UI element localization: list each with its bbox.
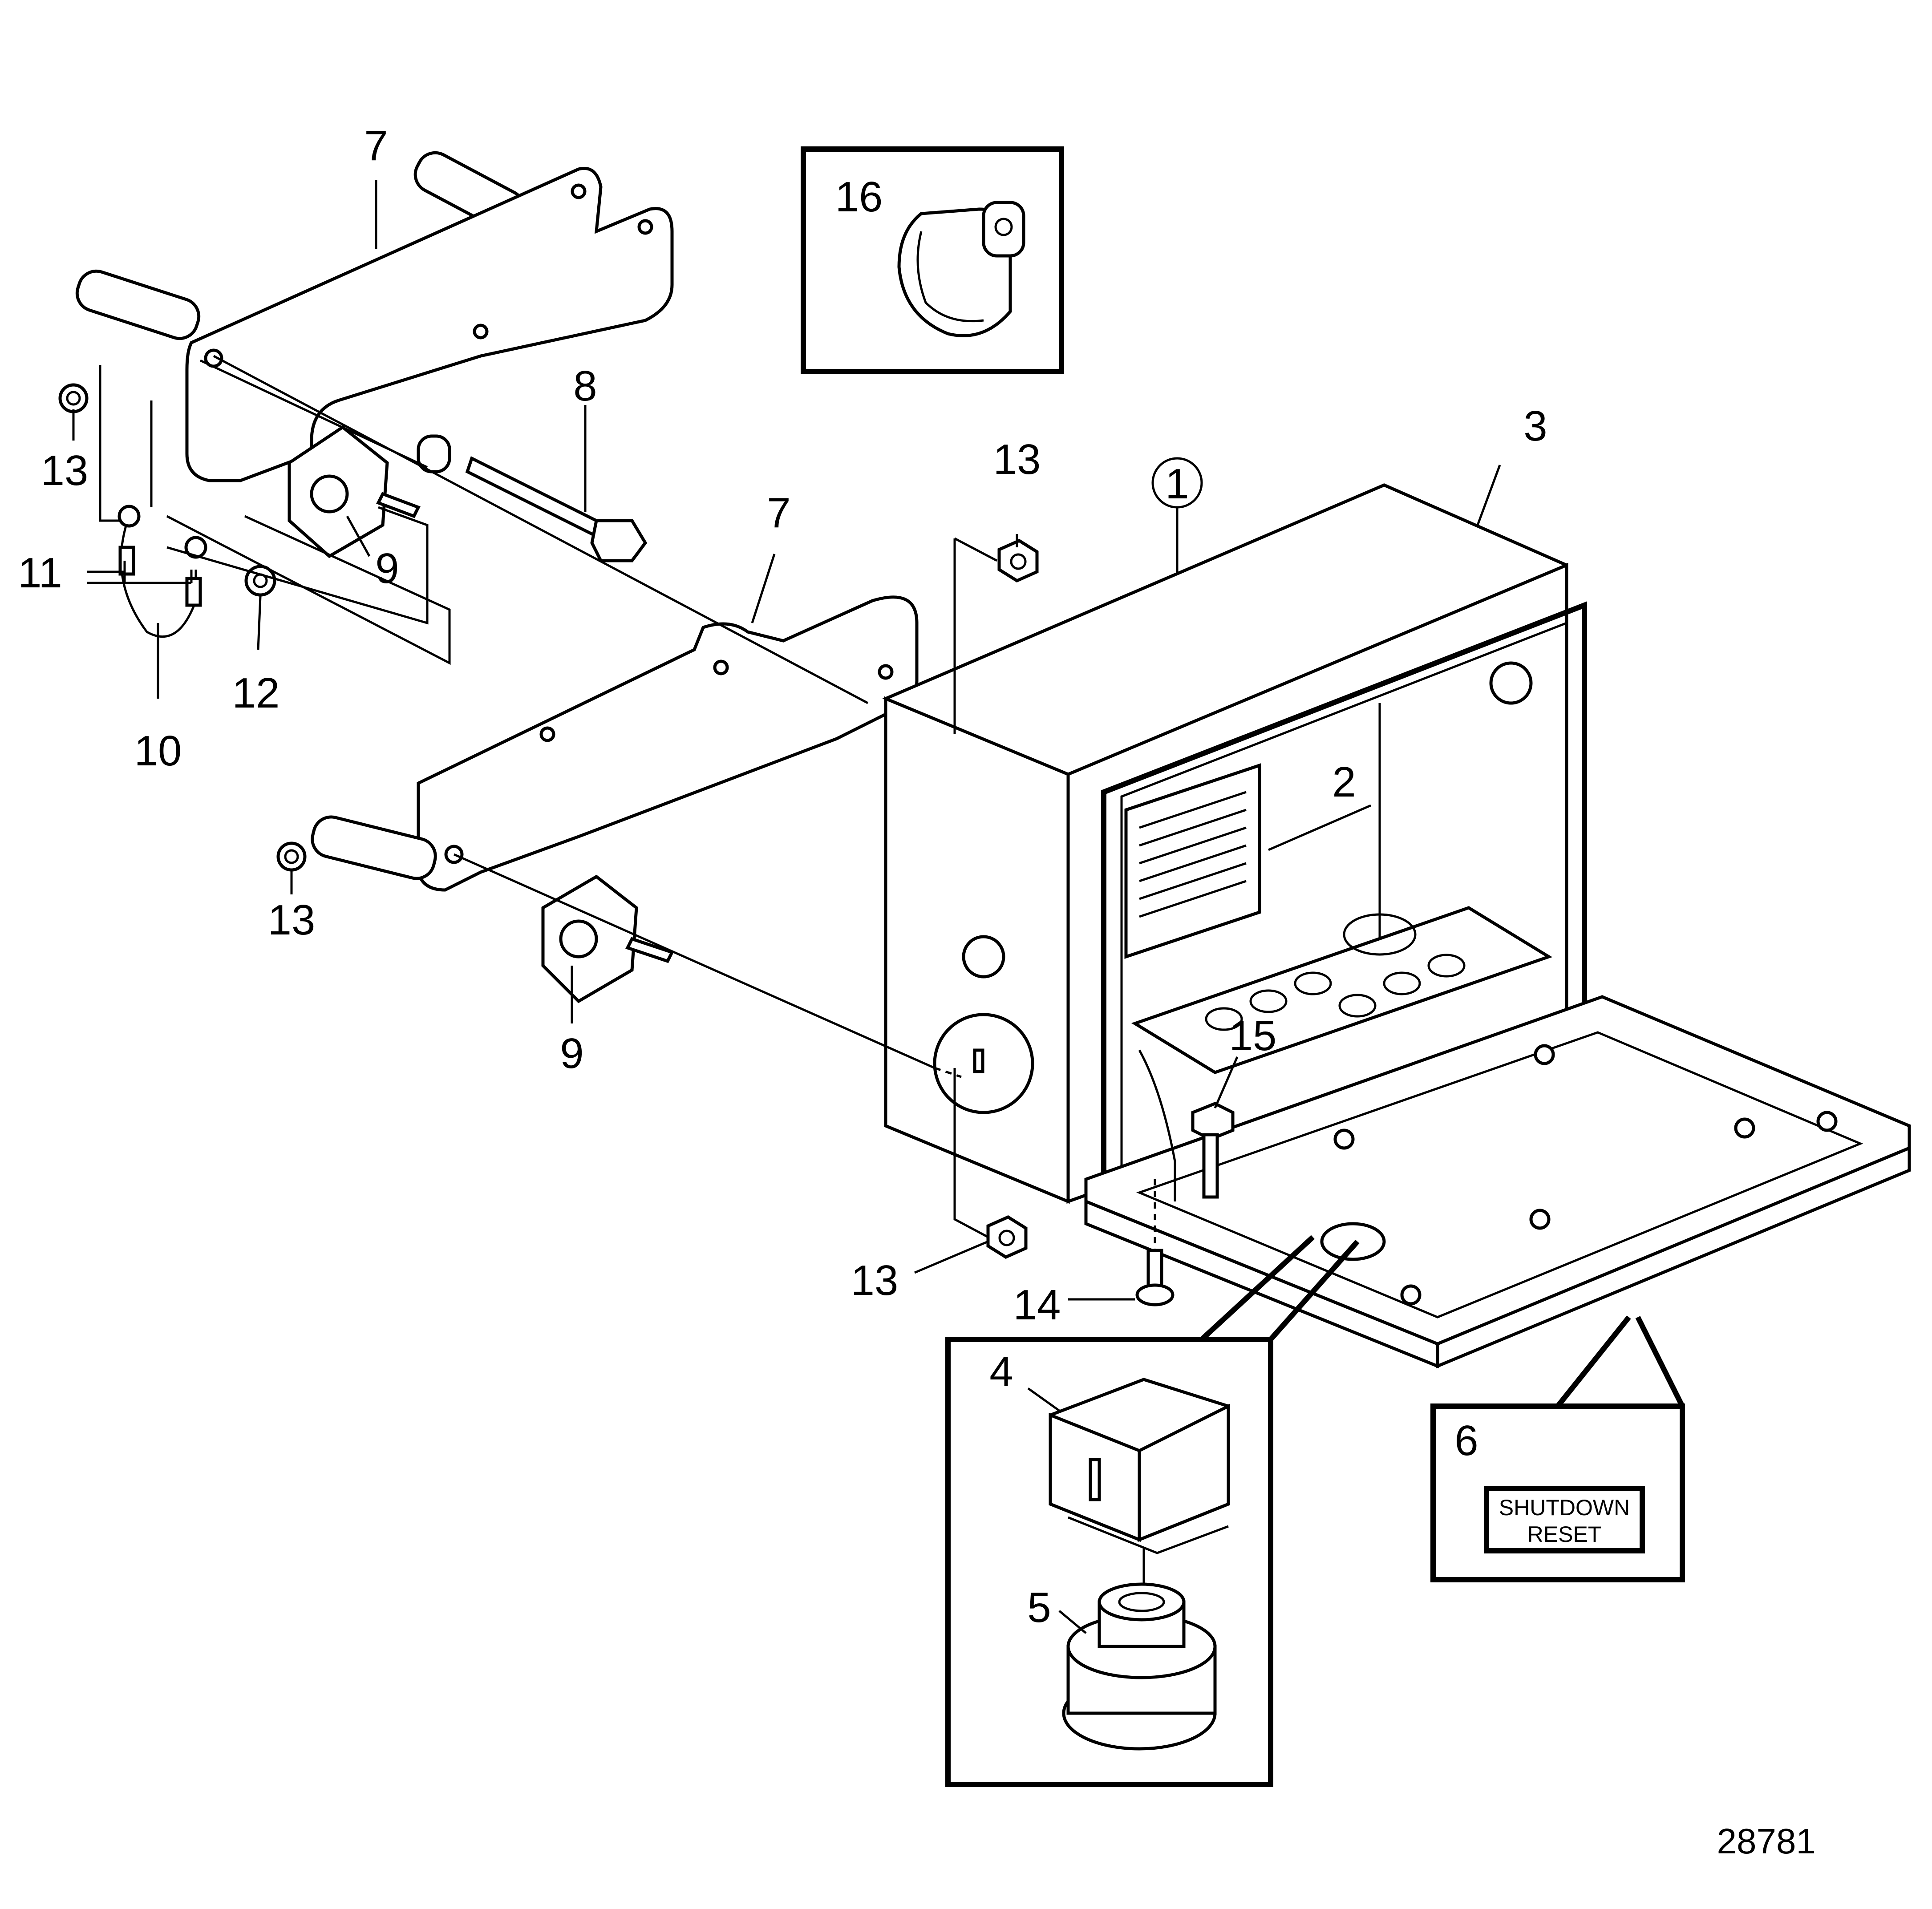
nut-upper-left <box>58 383 89 413</box>
callout-16: 16 <box>835 173 883 221</box>
callout-leaders <box>72 180 1501 1634</box>
callout-2: 2 <box>1332 758 1356 806</box>
mounting-plate <box>1131 906 1553 1074</box>
callout-13-lower-left: 13 <box>268 896 316 944</box>
callout-1: 1 <box>1165 460 1189 508</box>
detail-box-switch <box>945 1235 1360 1787</box>
callout-6: 6 <box>1454 1417 1478 1464</box>
callout-11: 11 <box>18 549 62 597</box>
upper-isolator <box>288 425 421 558</box>
callout-10: 10 <box>134 727 182 775</box>
bolt-with-spacer <box>417 434 648 562</box>
nut-bottom-right <box>986 1215 1028 1259</box>
callout-13-upper-left: 13 <box>41 447 89 494</box>
assembly-lines <box>99 355 1156 1250</box>
cable-gland <box>1062 1549 1217 1751</box>
lock-washer <box>244 565 276 597</box>
callout-7-lower: 7 <box>767 489 790 537</box>
callout-9-upper: 9 <box>375 545 399 592</box>
decal-text-line1: SHUTDOWN <box>1499 1495 1630 1520</box>
callout-3: 3 <box>1523 402 1547 450</box>
lower-isolator <box>541 874 674 1003</box>
screw <box>1135 1249 1175 1306</box>
callout-13-top-right: 13 <box>993 436 1041 483</box>
switch-body <box>1049 1378 1230 1554</box>
callout-14: 14 <box>1013 1281 1061 1329</box>
lower-mounting-bracket <box>311 595 919 892</box>
callout-12: 12 <box>232 669 280 717</box>
callout-7-upper: 7 <box>364 122 388 170</box>
callout-13-bottom-right: 13 <box>851 1257 899 1304</box>
ground-screw <box>1138 1049 1235 1201</box>
detail-box-decal <box>1430 1315 1685 1582</box>
nut-top-right <box>997 539 1039 582</box>
callout-5: 5 <box>1027 1584 1051 1631</box>
ground-strap <box>117 505 207 638</box>
callout-15: 15 <box>1229 1012 1277 1060</box>
callout-4: 4 <box>989 1348 1013 1395</box>
control-module <box>1124 763 1261 959</box>
upper-mounting-bracket <box>75 151 674 482</box>
decal-text-line2: RESET <box>1527 1522 1602 1547</box>
nut-lower-left <box>276 841 307 872</box>
detail-box-16 <box>801 146 1064 374</box>
callout-8: 8 <box>573 362 597 410</box>
document-number: 28781 <box>1717 1821 1816 1861</box>
callout-9-lower: 9 <box>560 1030 583 1077</box>
